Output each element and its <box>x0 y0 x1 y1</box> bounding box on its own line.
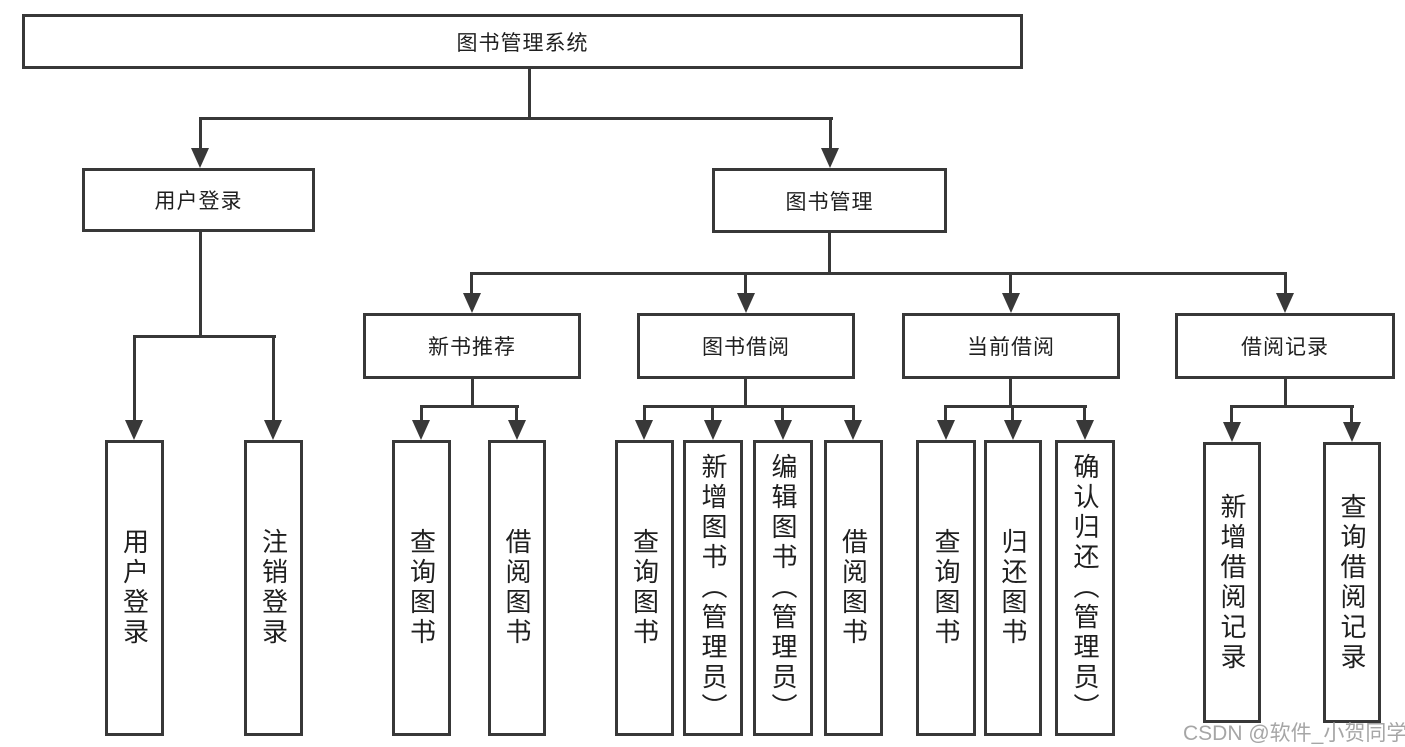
connector-arrow <box>264 420 282 440</box>
connector-arrow <box>844 420 862 440</box>
node-borrowing-records: 借阅记录 <box>1175 313 1395 379</box>
connector-line <box>643 405 855 408</box>
connector-line <box>1011 405 1014 422</box>
leaf-edit-books-admin: 编辑图书（管理员） <box>753 440 813 736</box>
leaf-query-books-borrowing: 查询图书 <box>615 440 674 736</box>
leaf-user-login: 用户登录 <box>105 440 164 736</box>
connector-arrow <box>1343 422 1361 442</box>
connector-line <box>852 405 855 422</box>
connector-line <box>643 405 646 422</box>
connector-line <box>470 272 473 294</box>
connector-line <box>420 405 519 408</box>
leaf-confirm-return-admin: 确认归还（管理员） <box>1055 440 1115 736</box>
connector-line <box>1284 272 1287 294</box>
connector-line <box>744 379 747 408</box>
connector-line <box>944 405 947 422</box>
node-new-book-recommendation: 新书推荐 <box>363 313 581 379</box>
connector-line <box>470 272 1287 275</box>
connector-line <box>1009 272 1012 294</box>
connector-line <box>199 117 202 150</box>
connector-line <box>829 117 832 150</box>
connector-line <box>1230 405 1233 424</box>
connector-arrow <box>1004 420 1022 440</box>
leaf-add-books-admin: 新增图书（管理员） <box>683 440 743 736</box>
connector-line <box>744 272 747 294</box>
leaf-return-books: 归还图书 <box>984 440 1042 736</box>
node-user-login: 用户登录 <box>82 168 315 232</box>
connector-line <box>1284 379 1287 408</box>
node-library-management-system: 图书管理系统 <box>22 14 1023 69</box>
connector-line <box>1230 405 1354 408</box>
connector-arrow <box>635 420 653 440</box>
connector-arrow <box>1002 293 1020 313</box>
node-current-borrowing: 当前借阅 <box>902 313 1120 379</box>
connector-line <box>1083 405 1086 422</box>
connector-line <box>199 117 833 120</box>
connector-arrow <box>508 420 526 440</box>
node-book-management: 图书管理 <box>712 168 947 233</box>
leaf-borrow-books-borrowing: 借阅图书 <box>824 440 883 736</box>
connector-arrow <box>704 420 722 440</box>
connector-line <box>420 405 423 422</box>
connector-arrow <box>125 420 143 440</box>
connector-line <box>515 405 518 422</box>
connector-arrow <box>412 420 430 440</box>
connector-line <box>272 335 275 422</box>
node-book-borrowing: 图书借阅 <box>637 313 855 379</box>
leaf-logout: 注销登录 <box>244 440 303 736</box>
connector-line <box>781 405 784 422</box>
leaf-add-borrow-record: 新增借阅记录 <box>1203 442 1261 723</box>
connector-line <box>471 379 474 408</box>
connector-line <box>1009 379 1012 408</box>
connector-line <box>711 405 714 422</box>
connector-line <box>133 335 276 338</box>
connector-line <box>133 335 136 422</box>
connector-arrow <box>191 148 209 168</box>
connector-line <box>528 69 531 119</box>
connector-line <box>1350 405 1353 424</box>
connector-arrow <box>463 293 481 313</box>
connector-arrow <box>774 420 792 440</box>
connector-arrow <box>737 293 755 313</box>
connector-line <box>199 232 202 338</box>
leaf-query-borrow-record: 查询借阅记录 <box>1323 442 1381 723</box>
csdn-watermark: CSDN @软件_小贺同学 <box>1183 722 1405 745</box>
connector-line <box>828 233 831 275</box>
connector-arrow <box>1223 422 1241 442</box>
connector-arrow <box>1076 420 1094 440</box>
connector-arrow <box>1276 293 1294 313</box>
leaf-query-books-current: 查询图书 <box>916 440 976 736</box>
connector-arrow <box>937 420 955 440</box>
leaf-borrow-books-recommend: 借阅图书 <box>488 440 546 736</box>
leaf-query-books-recommend: 查询图书 <box>392 440 451 736</box>
connector-arrow <box>821 148 839 168</box>
connector-line <box>944 405 1087 408</box>
